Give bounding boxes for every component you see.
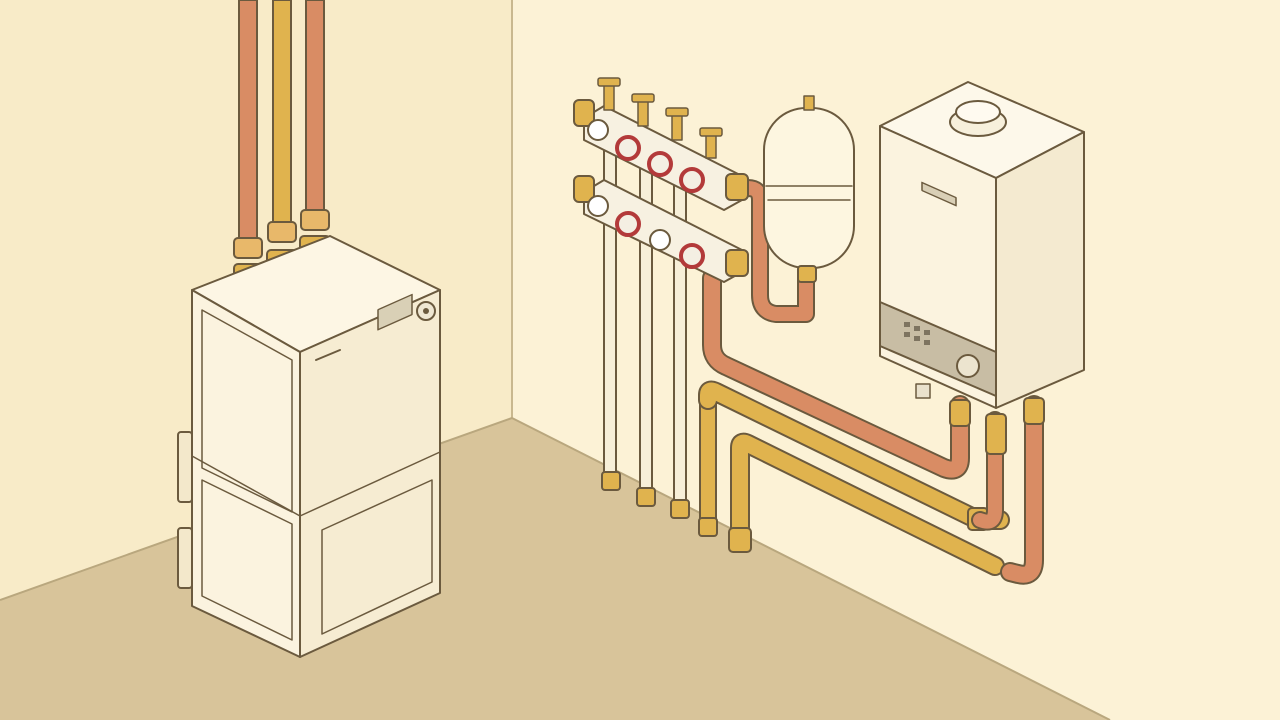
flue-cap	[955, 100, 1001, 124]
copper-pipe-return-fill	[1002, 397, 1042, 583]
key[interactable]	[914, 336, 920, 341]
vessel-valve[interactable]	[803, 95, 815, 111]
drop-pipe-brass	[699, 399, 717, 529]
drop-fitting	[670, 499, 690, 519]
drop-pipe	[673, 159, 687, 513]
drop-fitting	[636, 487, 656, 507]
key[interactable]	[904, 332, 910, 337]
gauge-icon	[587, 195, 609, 217]
gauge-icon	[649, 229, 671, 251]
dial-icon[interactable]	[956, 354, 980, 378]
wall-boiler-side	[995, 131, 1085, 409]
brass-pipe-lower-fill	[732, 434, 1003, 574]
pipe-fitting	[267, 221, 297, 243]
key[interactable]	[924, 330, 930, 335]
vessel-outlet	[797, 265, 817, 283]
pipe-copper-right	[305, 0, 325, 221]
vessel-body	[763, 107, 855, 269]
copper-fitting	[1023, 397, 1045, 425]
floor-boiler-side-bracket	[177, 527, 193, 589]
pipe-copper-left	[238, 0, 258, 251]
pipe-brass-middle	[272, 0, 292, 233]
copper-fitting	[949, 399, 971, 427]
brass-pipe-run	[698, 380, 1010, 576]
wall-boiler	[879, 81, 1085, 409]
brass-pipe-fitting	[728, 527, 752, 553]
air-vent-cap	[699, 127, 723, 137]
manifold-outlet-fitting	[725, 173, 749, 201]
wall-boiler-badge	[921, 181, 957, 207]
copper-fitting	[985, 413, 1007, 455]
air-vent[interactable]	[603, 83, 615, 111]
floor-boiler-front-panel-lower	[201, 479, 293, 641]
valve-red-icon[interactable]	[615, 135, 641, 161]
floor-boiler-side-panel-lower	[321, 479, 433, 635]
display-icon	[377, 293, 413, 331]
floor-boiler-side	[299, 289, 441, 658]
valve-red-icon[interactable]	[647, 151, 673, 177]
dial-center	[423, 308, 429, 314]
floor-boiler-side-bracket	[177, 431, 193, 503]
drop-fitting	[698, 517, 718, 537]
manifold	[573, 77, 749, 283]
gauge-icon	[587, 119, 609, 141]
air-vent[interactable]	[671, 113, 683, 141]
air-vent-cap	[597, 77, 621, 87]
copper-pipe-vessel-fill	[741, 181, 813, 321]
floor-boiler-front	[191, 289, 301, 658]
air-vents	[597, 77, 723, 159]
floor-boiler-handle	[315, 349, 341, 361]
valve-red-icon[interactable]	[679, 167, 705, 193]
manifold-outlet-fitting	[725, 249, 749, 277]
air-vent-cap	[631, 93, 655, 103]
air-vent[interactable]	[637, 99, 649, 127]
wall-boiler-drip	[915, 383, 931, 399]
key[interactable]	[924, 340, 930, 345]
air-vent-cap	[665, 107, 689, 117]
pipe-fitting	[233, 237, 263, 259]
key[interactable]	[914, 326, 920, 331]
manifold-end-fitting	[573, 99, 595, 127]
copper-pipe-right-fill	[973, 413, 1002, 529]
key[interactable]	[904, 322, 910, 327]
floor-boiler-pipes	[233, 0, 331, 287]
drop-fitting	[601, 471, 621, 491]
copper-pipe-main-fill	[704, 270, 968, 478]
floor-boiler-seam	[299, 451, 441, 517]
air-vent[interactable]	[705, 133, 717, 159]
manifold-end-fitting	[573, 175, 595, 203]
brass-pipe-upper-fill	[700, 382, 1008, 528]
valve-red-icon[interactable]	[679, 243, 705, 269]
valve-red-icon[interactable]	[615, 211, 641, 237]
expansion-vessel	[763, 95, 855, 283]
floor-boiler-seam	[191, 455, 301, 517]
copper-pipe-run	[702, 179, 1045, 585]
floor-boiler	[177, 235, 441, 658]
keypad-icon[interactable]	[904, 322, 930, 345]
pipe-fitting	[300, 209, 330, 231]
